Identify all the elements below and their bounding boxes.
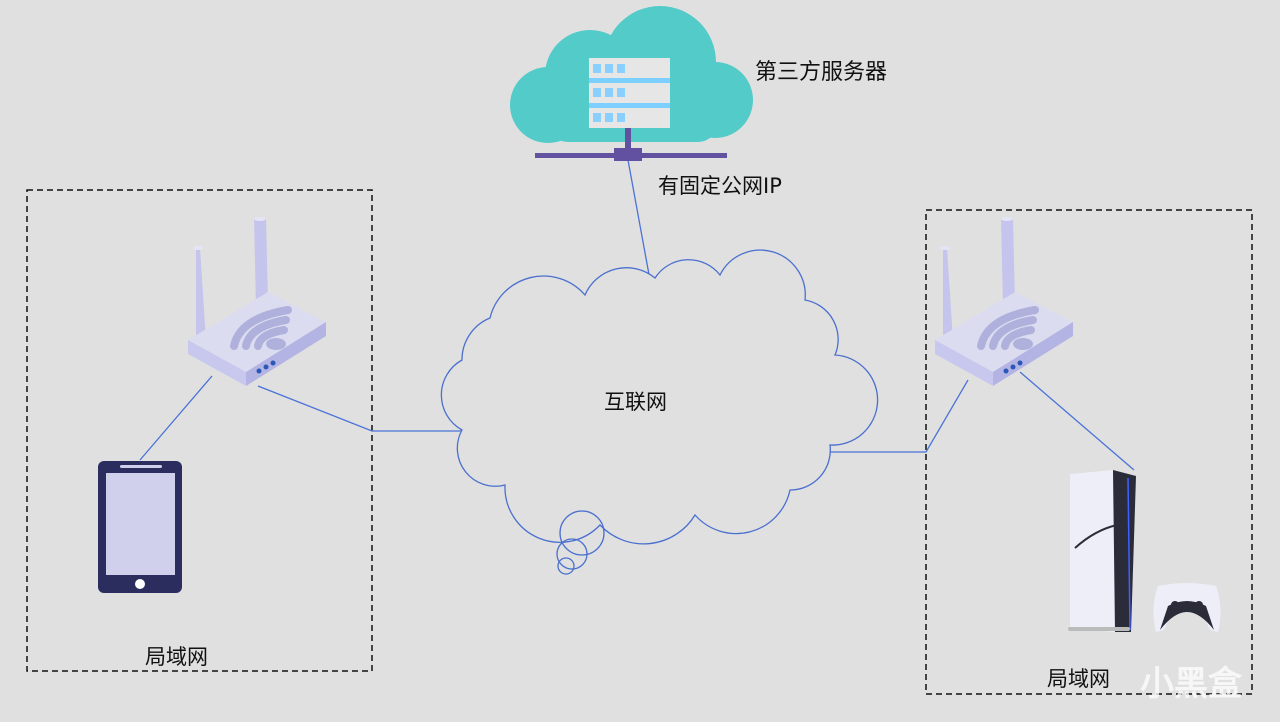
phone-icon [98, 461, 182, 593]
internet-label: 互联网 [604, 390, 667, 414]
link-server-internet [627, 159, 651, 281]
game-console-icon [1068, 470, 1136, 632]
router-right-icon [935, 217, 1073, 386]
link-internet-router-right [804, 379, 969, 453]
link-router-left-internet [257, 385, 462, 432]
lan-left-label: 局域网 [145, 645, 208, 669]
lan-right-label: 局域网 [1047, 667, 1110, 691]
watermark: 小黑盒 [1140, 664, 1242, 704]
internet-cloud-icon [440, 249, 879, 575]
link-router-right-console [1019, 371, 1135, 471]
game-controller-icon [1153, 583, 1221, 632]
public-ip-label: 有固定公网IP [658, 174, 782, 198]
server-rack-icon [589, 58, 670, 128]
router-left-icon [188, 217, 326, 386]
link-router-left-phone [139, 375, 213, 461]
lan-box-right [925, 209, 1253, 695]
server-cloud-icon [510, 6, 753, 161]
server-label: 第三方服务器 [755, 60, 888, 85]
